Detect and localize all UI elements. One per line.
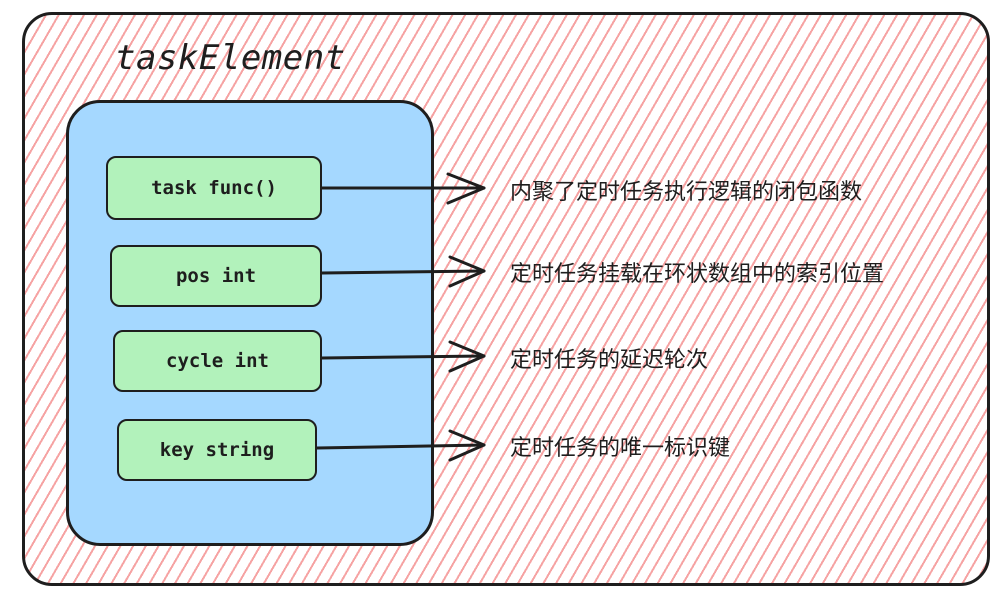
arrow-cycle-int bbox=[320, 340, 486, 373]
diagram-title: taskElement bbox=[115, 38, 346, 78]
field-key-string: key string bbox=[117, 419, 317, 481]
field-task-func: task func() bbox=[106, 156, 322, 220]
desc-pos-int: 定时任务挂载在环状数组中的索引位置 bbox=[510, 262, 885, 287]
field-cycle-int: cycle int bbox=[113, 330, 322, 392]
arrow-pos-int bbox=[320, 255, 486, 288]
desc-cycle-int: 定时任务的延迟轮次 bbox=[510, 348, 709, 373]
field-pos-int: pos int bbox=[110, 245, 322, 307]
desc-task-func: 内聚了定时任务执行逻辑的闭包函数 bbox=[510, 180, 863, 205]
desc-key-string: 定时任务的唯一标识键 bbox=[510, 436, 731, 461]
arrow-key-string bbox=[315, 429, 486, 462]
arrow-task-func bbox=[320, 172, 486, 205]
